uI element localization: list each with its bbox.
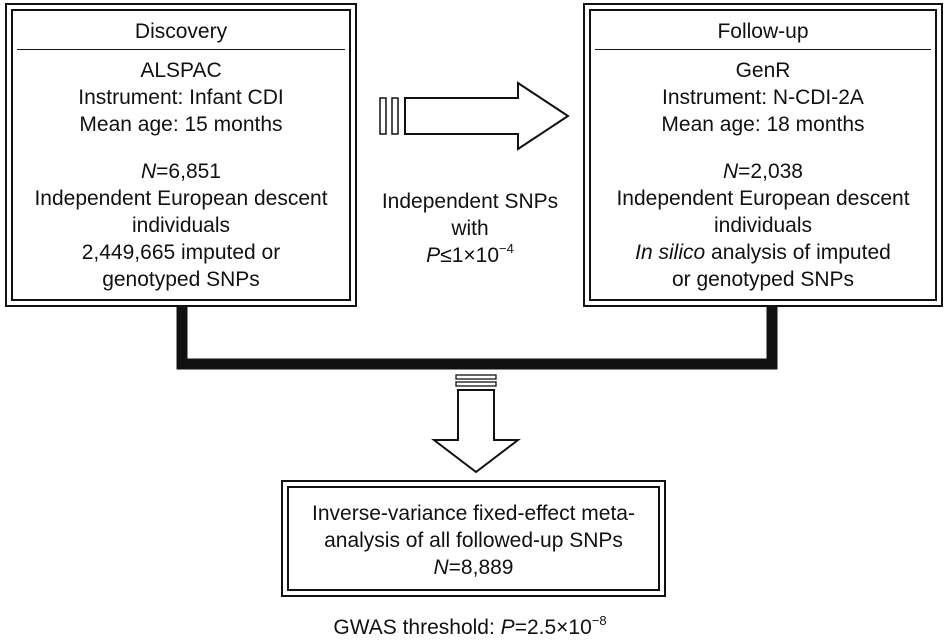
followup-box-inner-border <box>589 9 937 301</box>
selection-line1: Independent SNPs <box>381 190 559 213</box>
followup-descent-line1: Independent European descent <box>616 187 910 210</box>
selection-p-threshold: P≤1×10−4 <box>426 241 514 267</box>
discovery-descent-line2: individuals <box>131 214 231 237</box>
meta-line1: Inverse-variance fixed-effect meta- <box>312 502 635 525</box>
followup-box: Follow-up GenR Instrument: N-CDI-2A Mean… <box>583 3 943 307</box>
followup-title-rule <box>595 49 931 50</box>
gwas-threshold: GWAS threshold: P=2.5×10−8 <box>333 613 607 639</box>
selection-criteria: Independent SNPs with P≤1×10−4 <box>360 188 580 269</box>
meta-box-inner-border <box>287 486 660 591</box>
discovery-box-inner-border <box>11 9 351 301</box>
discovery-age: Mean age: 15 months <box>79 113 283 136</box>
discovery-snps-line2: genotyped SNPs <box>102 268 260 291</box>
followup-sample-size: N=2,038 <box>723 160 803 183</box>
followup-silico-line: In silico analysis of imputed <box>635 241 891 264</box>
meta-sample-size: N=8,889 <box>433 556 514 579</box>
followup-body: GenR Instrument: N-CDI-2A Mean age: 18 m… <box>589 57 937 293</box>
followup-age: Mean age: 18 months <box>661 113 865 136</box>
down-arrow-icon <box>431 374 521 474</box>
discovery-cohort: ALSPAC <box>140 59 222 82</box>
meta-body: Inverse-variance fixed-effect meta- anal… <box>287 500 660 581</box>
followup-descent-line2: individuals <box>713 214 813 237</box>
meta-analysis-box: Inverse-variance fixed-effect meta- anal… <box>281 480 666 597</box>
followup-cohort: GenR <box>735 59 791 82</box>
discovery-body: ALSPAC Instrument: Infant CDI Mean age: … <box>11 57 351 293</box>
discovery-sample-size: N=6,851 <box>141 160 221 183</box>
followup-instrument: Instrument: N-CDI-2A <box>662 86 864 109</box>
discovery-box: Discovery ALSPAC Instrument: Infant CDI … <box>5 3 357 307</box>
discovery-snps-line1: 2,449,665 imputed or <box>81 241 281 264</box>
selection-line2: with <box>451 217 489 240</box>
followup-title: Follow-up <box>717 20 809 43</box>
discovery-title: Discovery <box>134 20 228 43</box>
discovery-descent-line1: Independent European descent <box>34 187 328 210</box>
discovery-instrument: Instrument: Infant CDI <box>78 86 284 109</box>
discovery-title-rule <box>17 49 345 50</box>
right-arrow-icon <box>379 81 570 151</box>
meta-line2: analysis of all followed-up SNPs <box>324 529 623 552</box>
followup-snps-line2: or genotyped SNPs <box>671 268 855 291</box>
merge-bracket <box>176 304 778 370</box>
